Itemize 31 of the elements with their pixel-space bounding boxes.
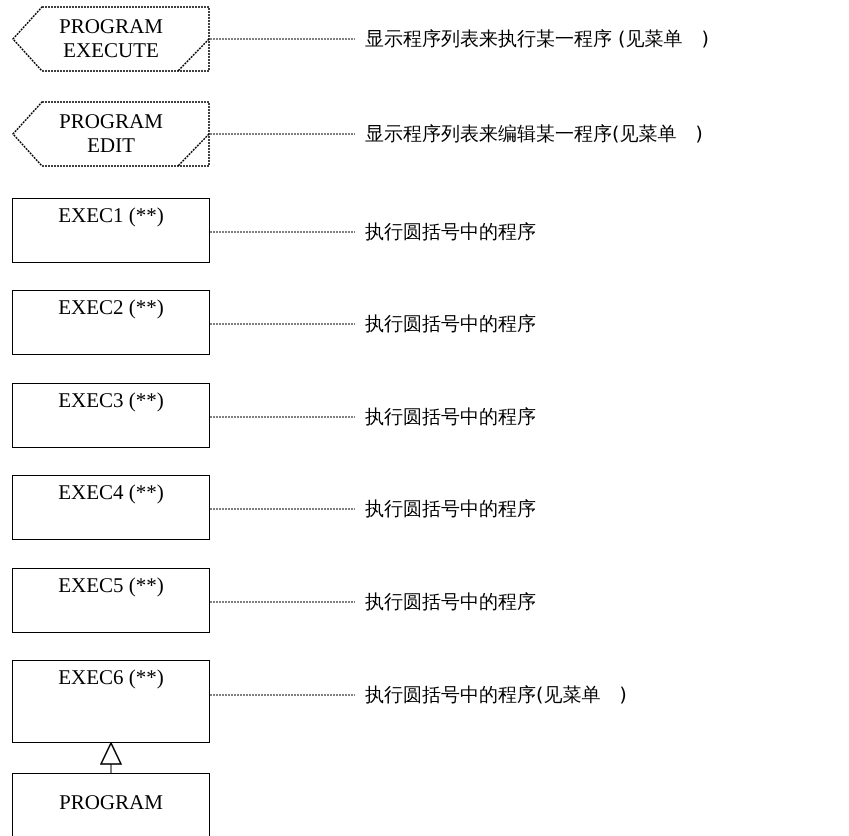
key-box <box>12 290 210 355</box>
key-label: EXEC2 (**) <box>58 295 164 319</box>
leader-line <box>210 508 356 510</box>
key-box <box>12 383 210 448</box>
description-text: 执行圆括号中的程序(见菜单 ) <box>365 682 627 708</box>
key-label: EXEC6 (**) <box>58 665 164 689</box>
description-text: 显示程序列表来执行某一程序 (见菜单 ) <box>365 26 709 52</box>
leader-line <box>210 38 356 40</box>
description-text: 执行圆括号中的程序 <box>365 219 536 245</box>
description-text: 执行圆括号中的程序 <box>365 589 536 615</box>
key-label: EXEC5 (**) <box>58 573 164 597</box>
key-box <box>12 475 210 540</box>
key-label: EXEC3 (**) <box>58 388 164 412</box>
leader-line <box>210 416 356 418</box>
key-box <box>12 198 210 263</box>
key-box <box>12 568 210 633</box>
key-label: EXEC1 (**) <box>58 203 164 227</box>
description-text: 执行圆括号中的程序 <box>365 496 536 522</box>
key-box <box>12 6 210 72</box>
key-box <box>12 773 210 836</box>
key-box <box>12 660 210 743</box>
key-label: PROGRAM <box>59 790 163 814</box>
description-text: 执行圆括号中的程序 <box>365 311 536 337</box>
arrow <box>100 742 122 774</box>
key-label: PROGRAM EDIT <box>58 109 164 157</box>
key-label: EXEC4 (**) <box>58 480 164 504</box>
leader-line <box>210 694 356 696</box>
description-text: 显示程序列表来编辑某一程序(见菜单 ) <box>365 121 703 147</box>
key-label: PROGRAM EXECUTE <box>58 14 164 62</box>
key-box <box>12 101 210 167</box>
description-text: 执行圆括号中的程序 <box>365 404 536 430</box>
